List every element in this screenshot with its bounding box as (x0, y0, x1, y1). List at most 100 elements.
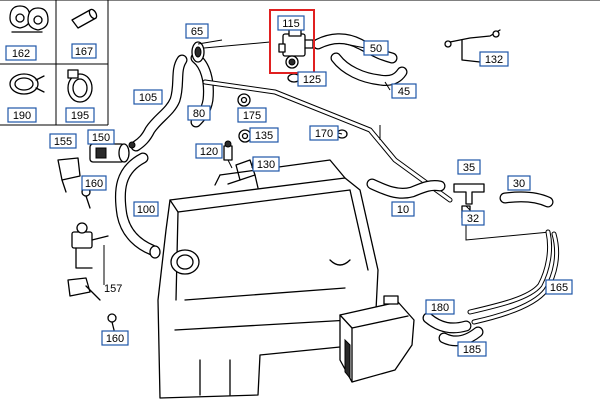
callout-box[interactable] (185, 23, 209, 39)
pump-150 (89, 141, 136, 163)
plain-label-157: 157 (104, 283, 122, 295)
callout-162[interactable]: 162 (5, 45, 37, 61)
callout-box[interactable] (297, 71, 327, 87)
callout-65[interactable]: 65 (185, 23, 209, 39)
callout-label: 35 (463, 162, 475, 174)
callout-box[interactable] (277, 15, 305, 31)
bracket-130 (227, 159, 259, 189)
callout-box[interactable] (461, 210, 485, 226)
callout-50[interactable]: 50 (363, 40, 389, 56)
callout-box[interactable] (425, 299, 455, 315)
callout-115[interactable]: 115 (277, 15, 305, 31)
callout-box[interactable] (507, 175, 531, 191)
callout-box[interactable] (101, 330, 129, 346)
callout-195[interactable]: 195 (65, 107, 95, 123)
callout-box[interactable] (49, 133, 77, 149)
callout-165[interactable]: 165 (545, 279, 573, 295)
bolt-160b (107, 313, 117, 331)
callout-135[interactable]: 135 (249, 127, 279, 143)
bolt-160a (81, 187, 91, 209)
nut-135 (238, 129, 252, 143)
callout-label: 150 (92, 132, 110, 144)
callout-32[interactable]: 32 (461, 210, 485, 226)
callout-167[interactable]: 167 (71, 43, 97, 59)
callout-190[interactable]: 190 (7, 107, 37, 123)
callout-label: 120 (200, 146, 218, 158)
callout-180[interactable]: 180 (425, 299, 455, 315)
callout-label: 135 (255, 130, 273, 142)
callout-box[interactable] (363, 40, 389, 56)
bracket-132 (444, 29, 501, 63)
callout-125[interactable]: 125 (297, 71, 327, 87)
callout-box[interactable] (479, 51, 509, 67)
callout-box[interactable] (133, 201, 159, 217)
callout-label: 30 (513, 178, 525, 190)
callout-150[interactable]: 150 (87, 129, 115, 145)
sensor-120 (223, 140, 233, 161)
expansion-tank (339, 295, 415, 383)
callout-box[interactable] (81, 175, 107, 191)
callout-175[interactable]: 175 (237, 107, 267, 123)
callout-170[interactable]: 170 (309, 125, 339, 141)
sleeve-167 (71, 8, 98, 29)
mount-155 (57, 157, 81, 193)
callout-30[interactable]: 30 (507, 175, 531, 191)
callout-10[interactable]: 10 (391, 201, 415, 217)
callout-45[interactable]: 45 (391, 83, 417, 99)
callout-label: 80 (193, 108, 205, 120)
callout-box[interactable] (5, 45, 37, 61)
callout-35[interactable]: 35 (457, 159, 481, 175)
callout-160[interactable]: 160 (81, 175, 107, 191)
callout-label: 195 (71, 110, 89, 122)
mount-157 (67, 277, 101, 301)
callout-100[interactable]: 100 (133, 201, 159, 217)
callout-label: 100 (137, 204, 155, 216)
callout-box[interactable] (545, 279, 573, 295)
valve-115 (278, 25, 314, 69)
callout-label: 132 (485, 54, 503, 66)
callout-layer: 162 167 190 195 65 115 125 50 45 132 105 80 175 135 17… (5, 9, 573, 357)
callout-label: 115 (282, 18, 300, 30)
callout-box[interactable] (71, 43, 97, 59)
callout-label: 160 (106, 333, 124, 345)
callout-185[interactable]: 185 (457, 341, 487, 357)
callout-105[interactable]: 105 (133, 89, 163, 105)
callout-box[interactable] (457, 341, 487, 357)
callout-132[interactable]: 132 (479, 51, 509, 67)
callout-box[interactable] (391, 201, 415, 217)
callout-box[interactable] (457, 159, 481, 175)
callout-box[interactable] (195, 143, 223, 159)
callout-box[interactable] (391, 83, 417, 99)
leader-lines (103, 39, 471, 285)
callout-label: 170 (315, 128, 333, 140)
callout-130[interactable]: 130 (252, 156, 280, 172)
engine-block (157, 159, 379, 399)
callout-155[interactable]: 155 (49, 133, 77, 149)
callout-box[interactable] (187, 105, 211, 121)
callout-160[interactable]: 160 (101, 330, 129, 346)
callout-label: 185 (463, 344, 481, 356)
pipe-165 (467, 229, 560, 325)
hose-100 (114, 152, 161, 259)
callout-box[interactable] (87, 129, 115, 145)
flange-65 (191, 41, 271, 63)
callout-label: 45 (398, 86, 410, 98)
callout-label: 10 (397, 204, 409, 216)
callout-label: 175 (243, 110, 261, 122)
callout-120[interactable]: 120 (195, 143, 223, 159)
callout-box[interactable] (65, 107, 95, 123)
callout-box[interactable] (309, 125, 339, 141)
callout-box[interactable] (7, 107, 37, 123)
clamp-195 (67, 69, 93, 103)
callout-label: 160 (85, 178, 103, 190)
callout-box[interactable] (249, 127, 279, 143)
callout-box[interactable] (133, 89, 163, 105)
callout-box[interactable] (252, 156, 280, 172)
callout-label: 190 (13, 110, 31, 122)
callout-80[interactable]: 80 (187, 105, 211, 121)
callout-label: 125 (303, 74, 321, 86)
callout-label: 50 (370, 43, 382, 55)
hose-105 (130, 54, 188, 152)
callout-box[interactable] (237, 107, 267, 123)
